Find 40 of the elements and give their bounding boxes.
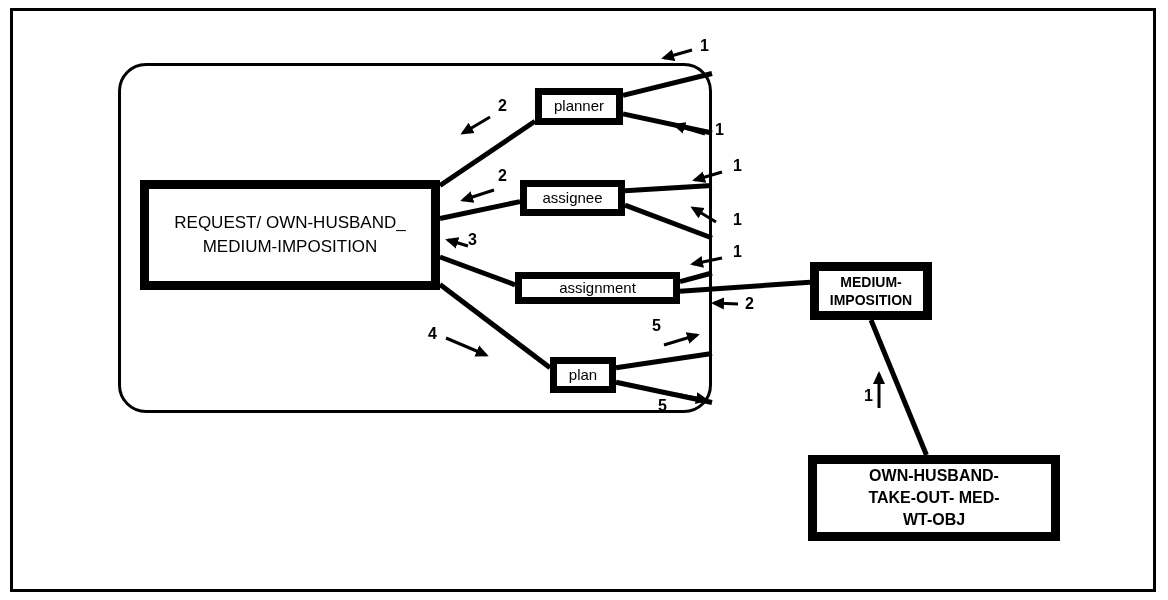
connector-line: [868, 319, 929, 456]
sequence-number: 2: [498, 98, 507, 114]
rounded-container: [118, 63, 712, 413]
sequence-number: 4: [428, 326, 437, 342]
connector-line: [615, 379, 713, 405]
node-label: assignment: [559, 277, 636, 298]
connector-line: [615, 351, 713, 371]
connector-line: [679, 279, 811, 294]
node-label: planner: [553, 96, 604, 117]
sequence-number: 1: [733, 212, 742, 228]
entity-box: [535, 88, 623, 125]
node-label: MEDIUM- IMPOSITION: [828, 273, 914, 309]
entity-box: [140, 180, 440, 290]
connector-line: [622, 111, 713, 136]
sequence-number: 3: [468, 232, 477, 248]
node-label: plan: [568, 364, 598, 385]
node-label: OWN-HUSBAND- TAKE-OUT- MED-WT-OBJ: [867, 466, 1001, 530]
connector-line: [679, 270, 713, 284]
sequence-number: 1: [700, 38, 709, 54]
connector-line: [439, 254, 516, 288]
entity-box: [808, 455, 1060, 541]
sequence-number: 1: [715, 122, 724, 138]
sequence-number: 1: [733, 244, 742, 260]
node-label: REQUEST/ OWN-HUSBAND_ MEDIUM-IMPOSITION: [173, 212, 407, 258]
entity-box: [810, 262, 932, 320]
sequence-number: 2: [498, 168, 507, 184]
connector-line: [438, 119, 537, 188]
connector-line: [624, 202, 713, 241]
connector-line: [624, 183, 713, 194]
sequence-number: 1: [733, 158, 742, 174]
connector-line: [622, 71, 713, 98]
connector-line: [439, 199, 521, 221]
connector-line: [438, 282, 552, 370]
sequence-number: 5: [652, 318, 661, 334]
entity-box: [550, 357, 616, 393]
entity-box: [520, 180, 625, 216]
entity-box: [515, 272, 680, 304]
sequence-number: 2: [745, 296, 754, 312]
node-label: assignee: [542, 187, 603, 208]
sequence-number: 1: [864, 388, 873, 404]
